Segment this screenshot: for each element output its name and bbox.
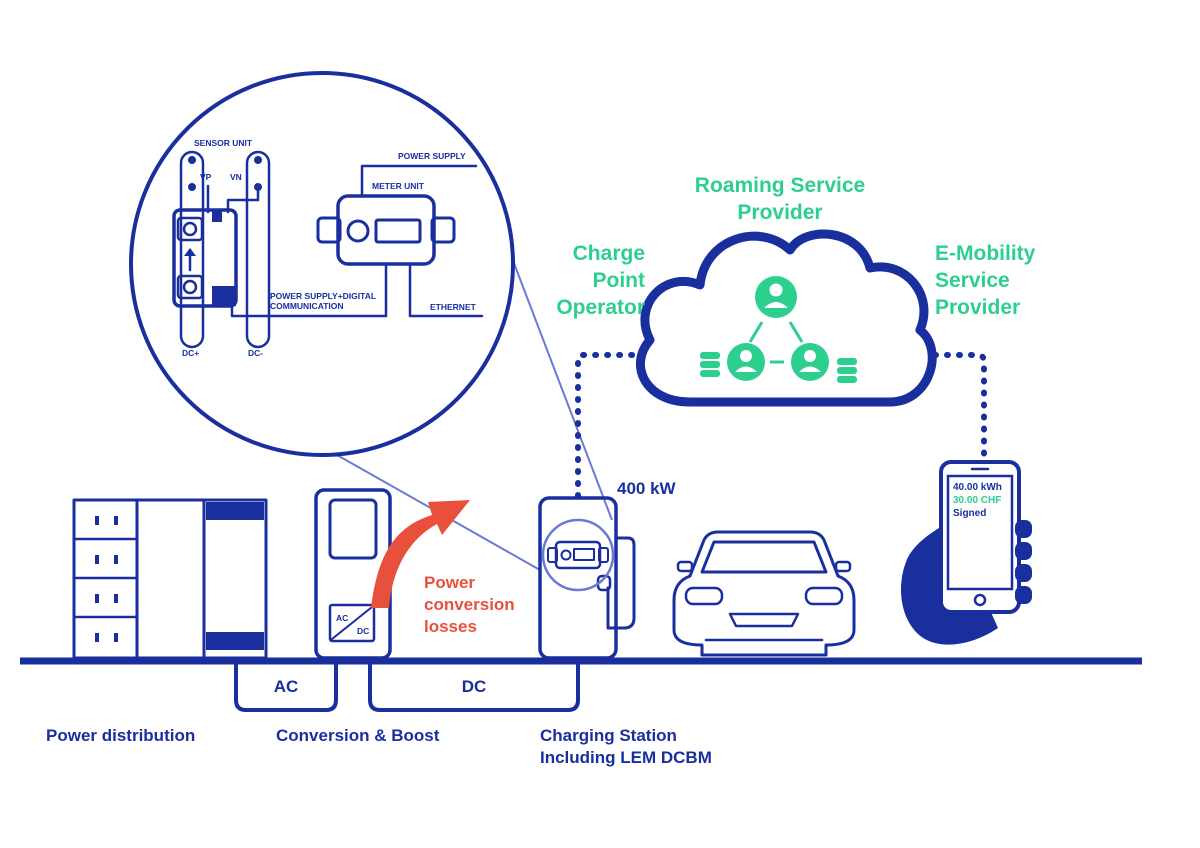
emsp-label-line3: Provider	[935, 296, 1020, 319]
communication-label: COMMUNICATION	[270, 301, 344, 311]
converter-dc-label: DC	[357, 626, 369, 636]
losses-label-line1: Power	[424, 573, 475, 592]
losses-label-line2: conversion	[424, 595, 515, 614]
phone-status-label: Signed	[953, 508, 986, 519]
cloud-icon	[635, 229, 937, 407]
charging-station-label-line2: Including LEM DCBM	[540, 748, 712, 767]
ac-bus	[234, 661, 338, 712]
cpo-label-line2: Point	[593, 269, 646, 292]
roaming-label-line2: Provider	[737, 201, 822, 224]
meter-unit-icon	[316, 194, 456, 266]
cpo-label-line3: Operator	[556, 296, 645, 319]
power-supply-digital-label: POWER SUPPLY+DIGITAL	[270, 291, 376, 301]
charging-station-icon	[538, 496, 636, 660]
dc-minus-label: DC-	[248, 348, 263, 358]
ac-bus-label: AC	[274, 677, 299, 696]
losses-arrow-icon	[371, 500, 470, 608]
zoom-guide-lines	[299, 257, 613, 571]
zoom-detail-circle: SENSOR UNIT VP VN DC+ DC- POWER SUPPLY M…	[129, 71, 515, 457]
vn-label: VN	[230, 172, 242, 182]
database-right-icon	[837, 358, 857, 383]
station-meter-icon	[547, 540, 609, 570]
losses-label-line3: losses	[424, 617, 477, 636]
voltage-wires	[206, 184, 260, 214]
dc-bus	[368, 661, 580, 712]
conversion-boost-label: Conversion & Boost	[276, 726, 440, 745]
roaming-label-line1: Roaming Service	[695, 174, 865, 197]
power-distribution-cabinet-icon	[72, 498, 268, 660]
car-icon	[672, 530, 856, 657]
person-node-left-icon	[727, 343, 765, 381]
converter-ac-label: AC	[336, 613, 348, 623]
station-power-label: 400 kW	[617, 479, 677, 498]
sensor-unit-label: SENSOR UNIT	[194, 138, 253, 148]
ethernet-label: ETHERNET	[430, 302, 477, 312]
emsp-label-line1: E-Mobility	[935, 242, 1036, 265]
database-left-icon	[700, 352, 720, 377]
person-node-top-icon	[755, 276, 797, 318]
sensor-unit-icon	[172, 208, 238, 308]
vp-label: VP	[200, 172, 212, 182]
data-connections	[575, 352, 987, 499]
cloud-network	[635, 229, 937, 407]
dc-plus-label: DC+	[182, 348, 199, 358]
dc-plus-rail	[179, 150, 205, 349]
person-node-right-icon	[791, 343, 829, 381]
phone-energy-label: 40.00 kWh	[953, 482, 1002, 493]
meter-unit-label: METER UNIT	[372, 181, 425, 191]
phone-price-label: 30.00 CHF	[953, 495, 1001, 506]
charging-station-label-line1: Charging Station	[540, 726, 677, 745]
power-distribution-label: Power distribution	[46, 726, 195, 745]
emsp-label-line2: Service	[935, 269, 1010, 292]
power-supply-label: POWER SUPPLY	[398, 151, 466, 161]
phone-fingers	[1015, 520, 1032, 604]
dc-bus-label: DC	[462, 677, 487, 696]
meter-wiring	[230, 164, 484, 318]
network-links	[748, 321, 804, 364]
cpo-label-line1: Charge	[573, 242, 645, 265]
dc-minus-rail	[245, 150, 271, 349]
